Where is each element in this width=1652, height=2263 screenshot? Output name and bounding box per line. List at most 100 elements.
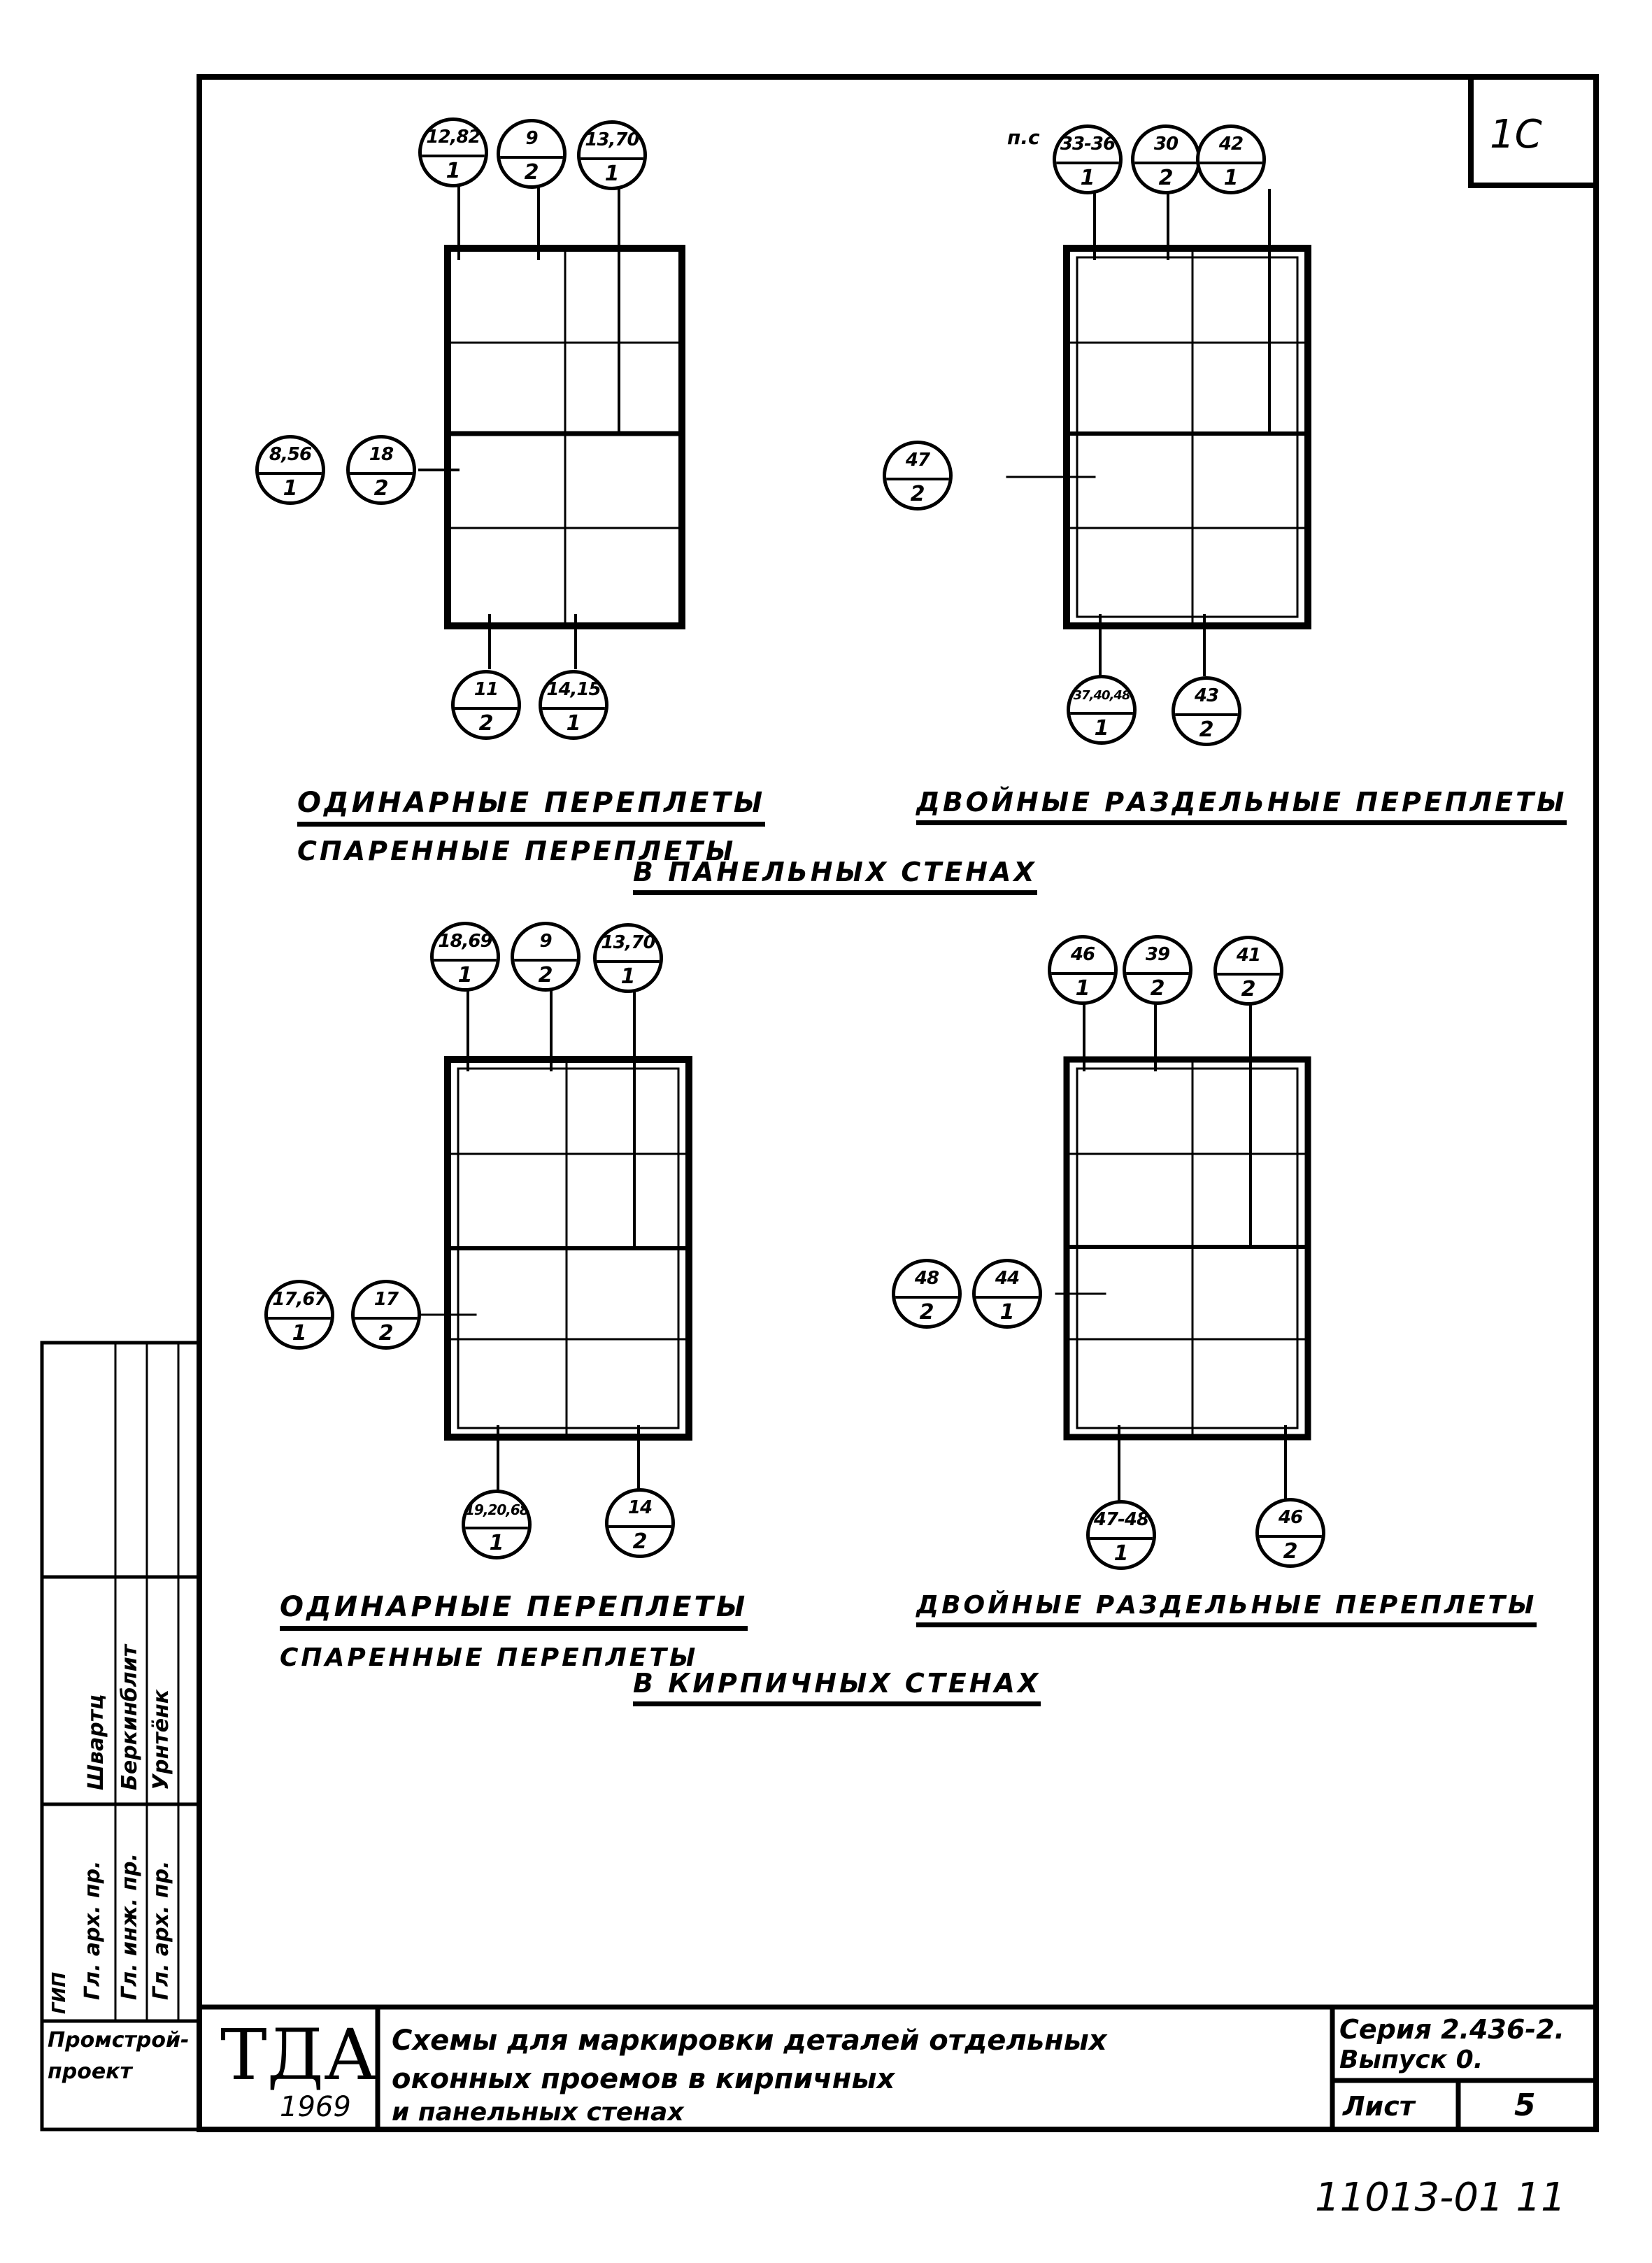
marker-number: 47-48 (1093, 1509, 1149, 1530)
marker-number: 44 (995, 1268, 1020, 1289)
marker-number: 37,40,48 (1073, 688, 1131, 703)
marker-type: 1 (620, 964, 636, 989)
marker-type: 2 (1150, 976, 1165, 1001)
sheet-number: 5 (1514, 2087, 1536, 2123)
marker-number: 39 (1145, 944, 1170, 965)
marker-type: 1 (457, 963, 473, 987)
marker: 8,56 1 (255, 435, 325, 505)
marker: 47 2 (883, 441, 953, 511)
organization-logo: ТДА (220, 2014, 377, 2096)
marker-type: 2 (910, 482, 925, 506)
marker-number: 11 (473, 679, 499, 700)
marker-number: 48 (914, 1268, 939, 1289)
marker: 19,20,68 1 (462, 1490, 532, 1559)
marker-type: 1 (1094, 716, 1109, 741)
marker-number: 41 (1236, 945, 1261, 966)
marker-type: 2 (378, 1321, 394, 1345)
marker-type: 2 (1158, 166, 1174, 190)
marker-type: 2 (1241, 977, 1256, 1001)
marker-type: 1 (1080, 166, 1095, 190)
marker-number: 42 (1218, 134, 1244, 155)
title-block (197, 2004, 1599, 2132)
marker-type: 1 (1075, 976, 1090, 1001)
marker-type: 1 (292, 1321, 307, 1345)
marker-type: 1 (566, 711, 581, 736)
marker: 48 2 (892, 1259, 962, 1329)
signature-role: ГИП (49, 1971, 70, 2014)
marker-number: 30 (1153, 134, 1179, 155)
marker-number: 19,20,68 (465, 1501, 529, 1518)
marker-type: 1 (1223, 166, 1239, 190)
marker: 37,40,48 1 (1067, 675, 1137, 745)
marker-type: 2 (1283, 1539, 1298, 1564)
marker: 47-48 1 (1086, 1500, 1156, 1570)
signature-name: Беркинблит (118, 1644, 142, 1790)
issue-label: Выпуск 0. (1339, 2046, 1483, 2074)
marker-number: 18,69 (438, 931, 492, 952)
marker-type: 2 (538, 963, 553, 987)
marker-type: 2 (632, 1529, 648, 1554)
marker-number: 8,56 (269, 444, 312, 465)
marker: 46 1 (1048, 935, 1118, 1005)
marker: 46 2 (1255, 1498, 1325, 1568)
marker: 30 2 (1131, 124, 1201, 194)
marker-number: 13,70 (601, 932, 655, 953)
signature-role: Гл. инж. пр. (118, 1853, 142, 2000)
caption-brick-double: Двойные раздельные переплеты (916, 1591, 1537, 1627)
caption-brick-single: Одинарные переплеты (280, 1591, 748, 1631)
marker-number: 18 (369, 444, 394, 465)
marker-type: 2 (524, 160, 539, 185)
marker: 14 2 (605, 1488, 675, 1558)
marker-number: 12,82 (426, 127, 480, 148)
marker-number: 47 (905, 450, 930, 471)
marker: 18,69 1 (430, 922, 500, 992)
caption-brick-paired: Спаренные переплеты (280, 1643, 699, 1672)
document-number: 11013-01 11 (1315, 2175, 1566, 2220)
marker-number: 14,15 (546, 679, 601, 700)
marker-number: 17 (373, 1289, 399, 1310)
signature-role: Гл. арх. пр. (149, 1860, 173, 2000)
marker-number: 46 (1070, 944, 1095, 965)
marker-type: 2 (1199, 718, 1214, 742)
window-scheme-panel-double (1006, 189, 1311, 676)
organization-name-line2: проект (48, 2059, 132, 2084)
drawing-title-line3: и панельных стенах (392, 2098, 684, 2127)
marker: 41 2 (1213, 936, 1283, 1006)
signature-role: Гл. арх. пр. (80, 1860, 105, 2000)
marker-number: 13,70 (585, 129, 639, 150)
signature-name: Урнтёнк (149, 1689, 173, 1790)
organization-name-line1: Промстрой- (48, 2028, 190, 2053)
marker-number: 14 (627, 1497, 653, 1518)
marker-type: 2 (919, 1300, 934, 1325)
caption-panel-paired: Спаренные переплеты (297, 836, 736, 866)
marker-number: 43 (1194, 685, 1219, 706)
marker-number: 33-36 (1060, 134, 1116, 155)
drawing-frame (197, 74, 1599, 2132)
sheet-label: Лист (1343, 2091, 1415, 2122)
marker-type: 1 (999, 1300, 1015, 1325)
marker: 39 2 (1123, 935, 1192, 1005)
corner-mark: 1С (1490, 112, 1542, 157)
marker-type: 2 (478, 711, 494, 736)
caption-panel-group: В панельных стенах (633, 857, 1037, 895)
marker-type: 1 (283, 476, 298, 501)
marker-type: 1 (1113, 1541, 1129, 1566)
corner-stamp-box (1468, 74, 1599, 188)
marker-type: 1 (604, 162, 620, 186)
marker: 14,15 1 (539, 670, 608, 740)
marker-number: 46 (1278, 1507, 1303, 1528)
caption-panel-double: Двойные раздельные переплеты (916, 787, 1567, 825)
marker-type: 1 (489, 1531, 504, 1555)
marker: 12,82 1 (418, 117, 488, 187)
marker-number: 9 (539, 931, 552, 952)
marker-type: 1 (446, 159, 461, 183)
signature-name: Швартц (84, 1694, 108, 1790)
marker: 43 2 (1172, 676, 1241, 746)
window-scheme-brick-single (418, 986, 692, 1491)
marker: 17 2 (351, 1280, 421, 1350)
marker: 13,70 1 (577, 120, 647, 190)
